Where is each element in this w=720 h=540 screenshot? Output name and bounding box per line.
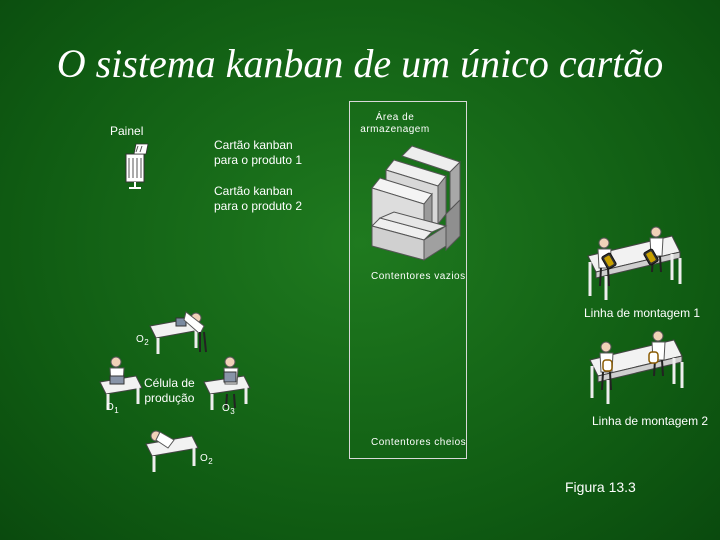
- workstation-o3: [203, 356, 251, 410]
- empty-containers-label: Contentores vazios: [371, 271, 466, 282]
- operator-o2-bottom-label: O2: [200, 453, 214, 466]
- assembly-line-2-label: Linha de montagem 2: [592, 414, 709, 428]
- slide-title: O sistema kanban de um único cartão: [56, 41, 664, 86]
- workstation-o1: [99, 356, 143, 410]
- kanban-card-2-label: Cartão kanban para o produto 2: [214, 184, 303, 213]
- operator-o2-top-label: O2: [136, 334, 150, 347]
- kanban-board-icon: [125, 143, 149, 189]
- full-containers-label: Contentores cheios: [371, 437, 467, 448]
- storage-area-box: [349, 101, 467, 459]
- workstation-o2-bottom: [145, 430, 199, 472]
- assembly-line-1-illustration: [587, 226, 682, 300]
- stacked-containers-icon: [371, 145, 461, 261]
- production-cell-label: Célula de produção: [144, 376, 195, 405]
- figure-caption: Figura 13.3: [565, 479, 636, 495]
- operator-o1-label: O1: [106, 402, 120, 415]
- operator-o3-label: O3: [222, 403, 236, 416]
- storage-area-label: Área de armazenagem: [360, 112, 430, 135]
- board-label: Painel: [110, 124, 144, 138]
- assembly-line-2-illustration: [589, 330, 684, 404]
- workstation-o2-top: [149, 311, 207, 354]
- kanban-card-1-label: Cartão kanban para o produto 1: [214, 138, 303, 167]
- assembly-line-1-label: Linha de montagem 1: [584, 306, 701, 320]
